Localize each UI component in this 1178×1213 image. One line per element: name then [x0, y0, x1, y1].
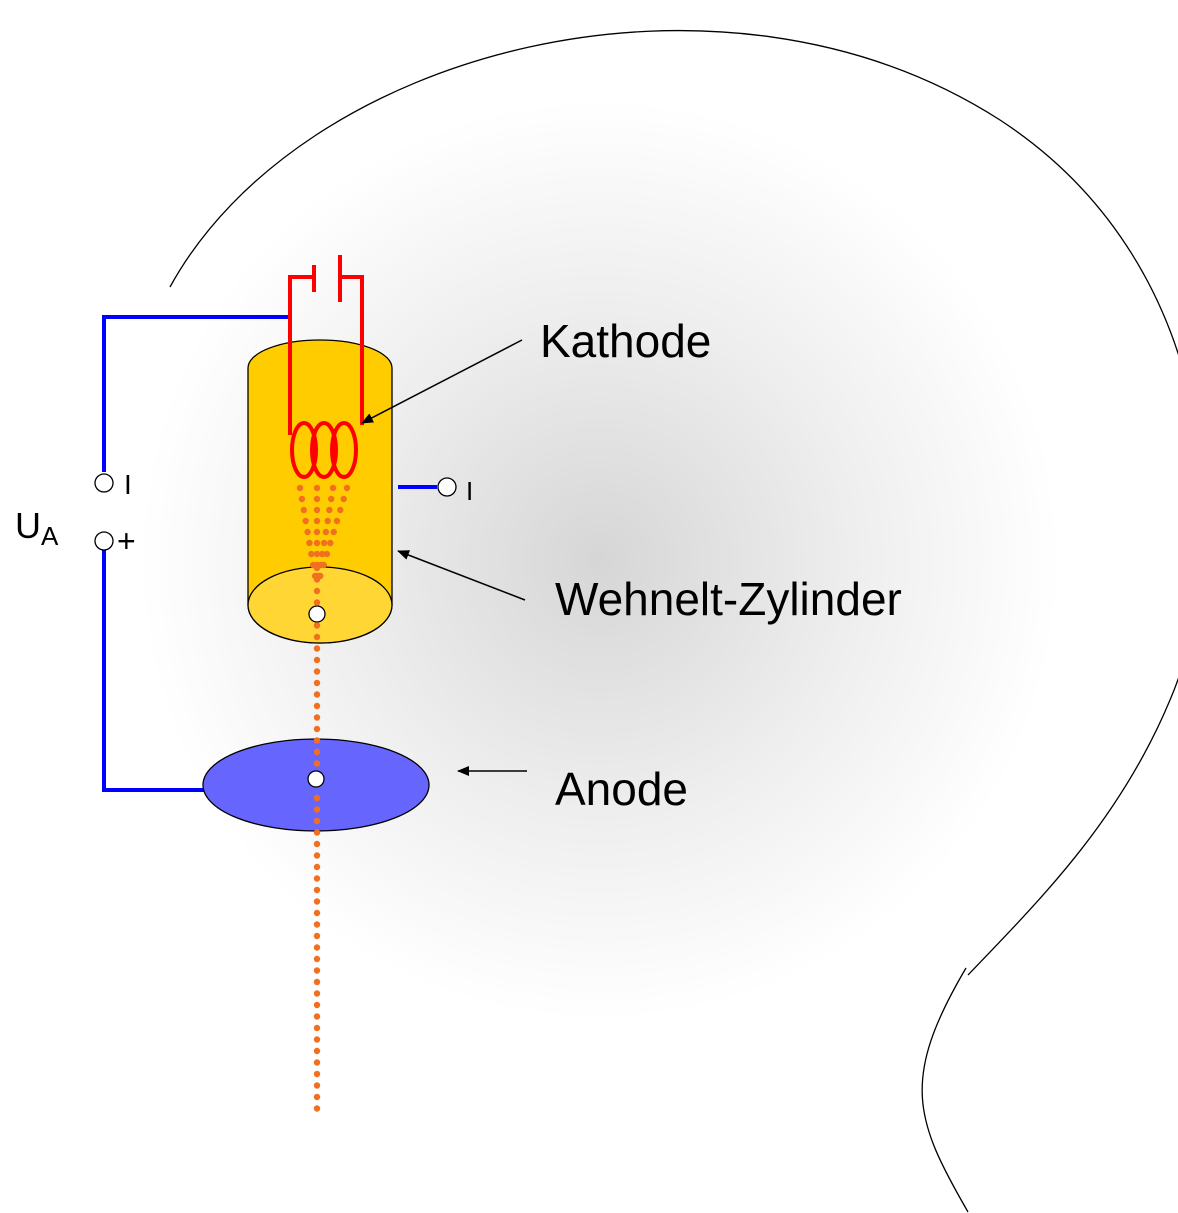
kathode-arrow: [361, 339, 523, 424]
voltage-main: U: [15, 505, 41, 546]
beam-dot: [343, 484, 351, 492]
beam-dot: [326, 506, 333, 514]
beam-dot: [313, 495, 321, 503]
terminal-minus-right-label: I: [466, 476, 473, 506]
beam-dot: [328, 495, 335, 503]
beam-dot: [306, 539, 313, 547]
pointer-arrows: [361, 339, 527, 776]
beam-dot: [313, 576, 321, 583]
beam-dot: [337, 506, 344, 514]
beam-dot: [340, 495, 347, 503]
cathode-filament: [288, 255, 364, 479]
beam-dot: [313, 679, 321, 687]
beam-dot: [313, 875, 321, 882]
anode-aperture: [307, 770, 325, 788]
terminal-plus-left-label: +: [117, 523, 136, 559]
beam-dot: [313, 921, 321, 928]
beam-dot: [313, 633, 321, 641]
beam-dot: [313, 748, 321, 756]
beam-dot: [313, 691, 321, 698]
beam-dot: [313, 990, 321, 997]
wehnelt-aperture: [308, 605, 326, 623]
beam-dot: [313, 1070, 321, 1078]
beam-dot: [313, 760, 321, 767]
beam-dot: [313, 1082, 321, 1089]
circuit-wires: [102, 315, 437, 792]
beam-dot: [302, 517, 309, 525]
beam-dot: [333, 517, 341, 525]
beam-dot: [313, 817, 321, 825]
beam-dot: [313, 978, 321, 986]
beam-dot: [313, 702, 321, 710]
beam-dot: [313, 714, 321, 721]
beam-dot: [327, 539, 334, 547]
wehnelt-label: Wehnelt-Zylinder: [555, 573, 902, 625]
beam-dot: [313, 528, 321, 536]
beam-dot: [298, 495, 306, 503]
beam-dot: [313, 725, 321, 733]
beam-dot: [313, 506, 321, 514]
beam-dot: [320, 561, 327, 569]
beam-dot: [313, 1036, 321, 1043]
voltage-label: UA: [15, 505, 59, 551]
beam-dot: [313, 794, 321, 802]
beam-dot: [313, 1059, 321, 1066]
beam-dot: [313, 622, 321, 629]
beam-dot: [322, 528, 330, 536]
beam-dot: [313, 668, 321, 675]
beam-dot: [320, 539, 328, 547]
beam-dot: [313, 587, 321, 595]
beam-dot: [313, 550, 321, 558]
beam-dot: [313, 852, 321, 859]
beam-dot: [313, 656, 321, 664]
beam-dot: [313, 737, 321, 744]
beam-dot: [313, 1001, 321, 1009]
beam-dot: [304, 528, 311, 536]
beam-dot: [323, 550, 331, 558]
beam-dot: [313, 599, 321, 606]
terminal-plus-left: [94, 531, 114, 551]
voltage-subscript: A: [41, 521, 59, 551]
beam-dot: [313, 539, 321, 547]
beam-dot: [313, 806, 321, 813]
beam-dot: [313, 1093, 321, 1101]
beam-dot: [329, 484, 337, 492]
beam-dot: [313, 517, 321, 525]
beam-dot: [313, 863, 321, 871]
terminal-minus-left: [94, 473, 114, 493]
beam-dot: [300, 506, 307, 514]
beam-dot: [296, 484, 304, 492]
beam-dot: [313, 484, 321, 492]
beam-dot: [313, 829, 321, 836]
beam-dot: [313, 909, 321, 917]
terminal-minus-right: [437, 477, 457, 497]
tube-outline: [169, 29, 1178, 976]
beam-dot: [313, 1024, 321, 1032]
beam-dot: [313, 898, 321, 905]
beam-dot: [313, 645, 321, 652]
terminal-minus-left-label: I: [124, 469, 132, 500]
beam-dot: [313, 886, 321, 894]
electron-beam: [296, 484, 351, 1112]
tube-neck: [921, 967, 969, 1213]
wehnelt-arrow: [397, 550, 526, 601]
wehnelt-cylinder: [247, 339, 393, 644]
beam-dot: [313, 840, 321, 848]
beam-dot: [313, 1047, 321, 1055]
beam-dot: [319, 550, 326, 558]
anode-label: Anode: [555, 763, 688, 815]
beam-dot: [308, 550, 315, 558]
beam-dot: [313, 564, 321, 572]
terminals: [94, 473, 457, 551]
beam-dot: [313, 944, 321, 951]
beam-dot: [313, 1013, 321, 1020]
beam-dot: [330, 528, 337, 536]
beam-dot: [313, 1105, 321, 1112]
beam-dot: [313, 967, 321, 974]
beam-dot: [313, 955, 321, 963]
beam-dot: [313, 932, 321, 940]
beam-dot: [324, 517, 331, 525]
kathode-label: Kathode: [540, 315, 711, 367]
